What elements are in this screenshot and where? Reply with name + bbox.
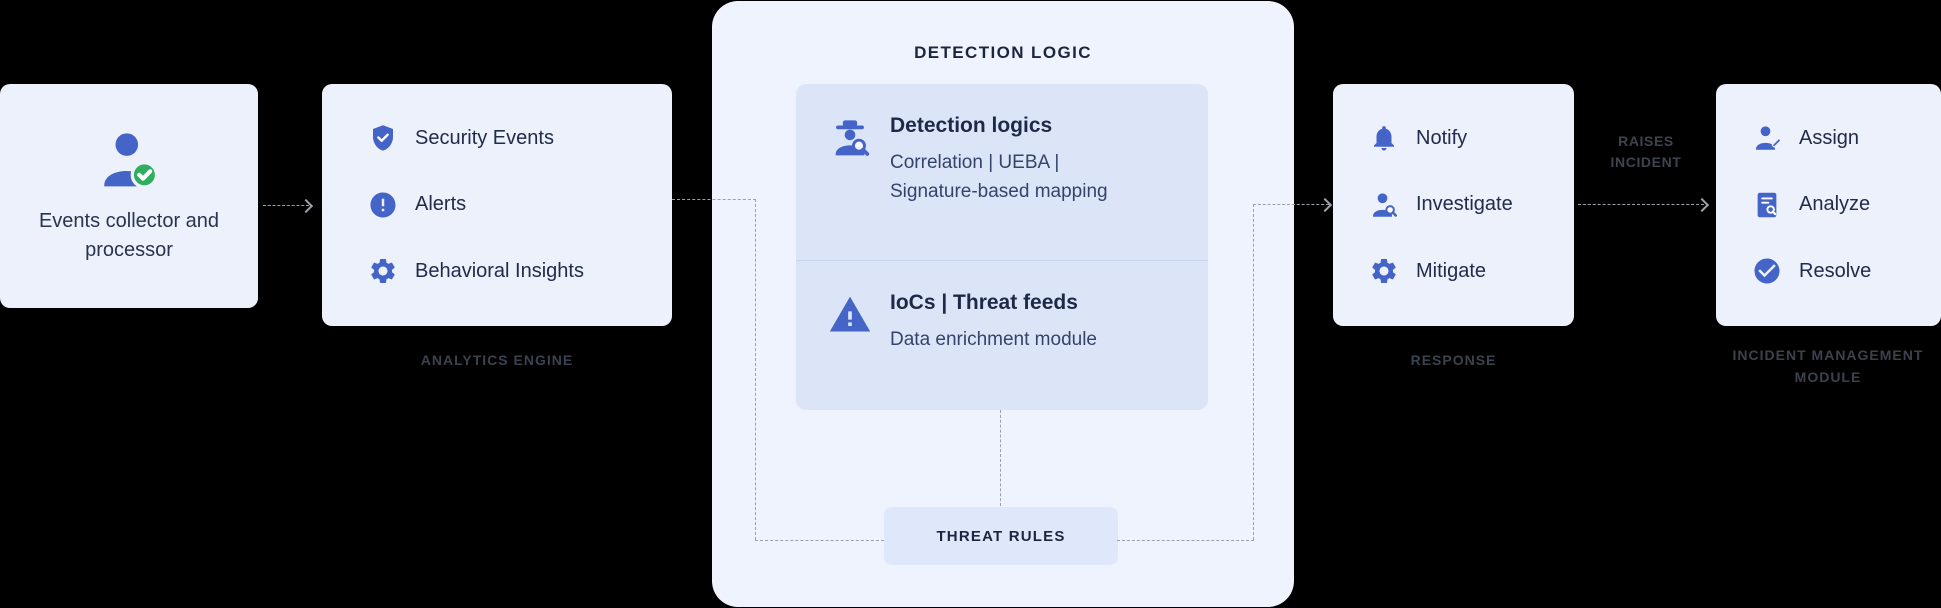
- analytics-engine-caption: ANALYTICS ENGINE: [420, 352, 574, 368]
- shield-check-icon: [368, 123, 398, 153]
- threat-feeds-title: IoCs | Threat feeds: [890, 291, 1078, 314]
- response-node: Notify Investigate Mitigate: [1333, 84, 1574, 326]
- response-item-label: Investigate: [1416, 193, 1513, 215]
- detection-logics-subtitle: Correlation | UEBA | Signature-based map…: [890, 152, 1108, 203]
- detection-logics-section: Detection logics Correlation | UEBA | Si…: [796, 84, 1208, 261]
- analytics-item-label: Security Events: [415, 126, 554, 149]
- person-edit-icon: [1752, 123, 1782, 153]
- detective-icon: [828, 116, 872, 160]
- connector-into-response: [1253, 204, 1329, 205]
- events-collector-label: Events collector and processor: [38, 210, 220, 261]
- detection-logic-title: DETECTION LOGIC: [914, 43, 1092, 62]
- response-item-investigate: Investigate: [1369, 188, 1574, 222]
- connector-threat-rules-to-response-bottom: [1117, 540, 1254, 541]
- connector-response-to-incident: [1578, 204, 1704, 205]
- bell-icon: [1369, 123, 1399, 153]
- detection-logics-title: Detection logics: [890, 114, 1053, 137]
- arrowhead-to-incident: [1694, 197, 1710, 213]
- threat-feeds-subtitle: Data enrichment module: [890, 329, 1097, 350]
- analytics-engine-node: Security Events Alerts Behavioral Insigh…: [322, 84, 672, 326]
- response-caption: RESPONSE: [1410, 352, 1497, 368]
- analytics-item-alerts: Alerts: [368, 188, 672, 222]
- analytics-item-label: Behavioral Insights: [415, 259, 584, 282]
- events-collector-node: Events collector and processor: [0, 84, 258, 308]
- connector-modules-to-threat-rules: [1000, 410, 1001, 506]
- response-item-notify: Notify: [1369, 121, 1574, 155]
- connector-threat-rules-to-response-v: [1253, 204, 1254, 540]
- incident-management-node: Assign Analyze Resolve: [1716, 84, 1941, 326]
- detection-modules-box: Detection logics Correlation | UEBA | Si…: [796, 84, 1208, 410]
- analytics-item-label: Alerts: [415, 193, 467, 215]
- connector-collector-to-analytics: [263, 205, 309, 206]
- arrowhead-to-response: [1317, 197, 1333, 213]
- incident-item-assign: Assign: [1752, 121, 1941, 155]
- response-item-label: Notify: [1416, 126, 1468, 149]
- incident-management-caption: INCIDENT MANAGEMENT MODULE: [1732, 347, 1924, 385]
- incident-item-analyze: Analyze: [1752, 188, 1941, 222]
- analytics-item-security-events: Security Events: [368, 121, 672, 155]
- connector-analytics-to-detection-v: [755, 199, 756, 540]
- threat-rules-label: THREAT RULES: [936, 527, 1066, 545]
- behavior-gear-icon: [368, 256, 398, 286]
- connector-analytics-to-detection-h: [672, 199, 756, 200]
- connector-to-threat-rules-left: [755, 540, 884, 541]
- threat-rules-node: THREAT RULES: [884, 507, 1118, 565]
- response-item-label: Mitigate: [1416, 259, 1487, 282]
- incident-item-label: Resolve: [1799, 259, 1872, 282]
- person-check-icon: [96, 127, 162, 193]
- incident-item-label: Analyze: [1799, 193, 1871, 215]
- response-item-mitigate: Mitigate: [1369, 254, 1574, 288]
- incident-item-resolve: Resolve: [1752, 254, 1941, 288]
- arrowhead-to-analytics: [298, 198, 314, 214]
- detection-logic-panel: DETECTION LOGIC Detection logics Correla: [712, 1, 1294, 607]
- analytics-item-behavioral-insights: Behavioral Insights: [368, 254, 672, 288]
- raises-incident-label: RAISES INCIDENT: [1610, 133, 1682, 170]
- gear-icon: [1369, 256, 1399, 286]
- threat-feeds-section: IoCs | Threat feeds Data enrichment modu…: [796, 261, 1208, 354]
- alert-circle-icon: [368, 190, 398, 220]
- warning-triangle-icon: [828, 293, 872, 337]
- person-search-icon: [1369, 190, 1399, 220]
- document-search-icon: [1752, 190, 1782, 220]
- check-badge-icon: [1752, 256, 1782, 286]
- incident-item-label: Assign: [1799, 126, 1860, 149]
